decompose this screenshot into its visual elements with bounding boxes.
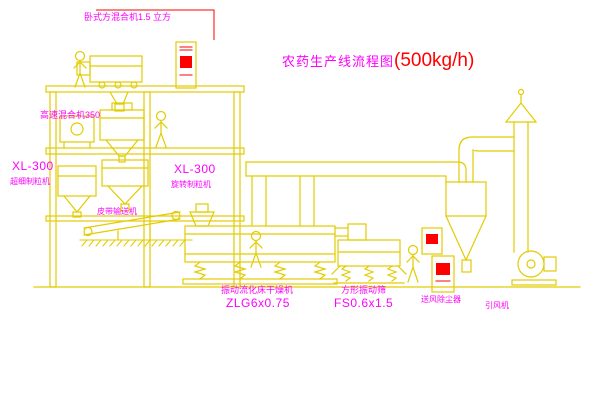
fluid-bed-dryer [182, 203, 349, 285]
worker-figure-3 [249, 230, 263, 268]
label-left-granulator: 超细制粒机 [10, 177, 50, 186]
belt-conveyor [83, 210, 181, 241]
building-frame [45, 85, 245, 288]
label-sieve: 方形振动筛 [341, 285, 387, 295]
left-granulator [57, 165, 97, 218]
worker-figure-2 [154, 110, 168, 148]
diagram-title: 农药生产线流程图(500kg/h) [282, 50, 474, 72]
label-dryer: 振动流化床干燥机 [221, 285, 294, 295]
cyclone-separator [445, 136, 515, 273]
control-panel-right [421, 227, 443, 255]
label-center-granulator: 旋转制粒机 [171, 180, 211, 189]
dust-collector-cabinet [431, 255, 455, 293]
label-horizontal-mixer: 卧式方混合机1.5 立方 [84, 12, 172, 22]
worker-figure-1 [73, 50, 87, 88]
worker-figure-4 [406, 244, 420, 283]
label-sieve-model: FS0.6x1.5 [334, 296, 394, 310]
auxiliary-mixer [59, 115, 95, 149]
center-granulator [101, 159, 149, 212]
leader-line [96, 9, 215, 40]
foundation-hatch [79, 239, 193, 247]
exhaust-duct [245, 161, 467, 227]
high-speed-mixer [99, 102, 145, 163]
control-panel-top [175, 41, 197, 89]
horizontal-mixer [76, 55, 143, 112]
label-xl300-left: XL-300 [12, 159, 54, 173]
title-text: 农药生产线流程图 [282, 54, 395, 69]
label-dryer-model: ZLG6x0.75 [226, 296, 290, 310]
label-dust-collector: 送风除尘器 [421, 295, 461, 304]
label-induced-fan: 引风机 [485, 301, 509, 310]
vibrating-sieve [331, 223, 407, 284]
label-belt-conveyor: 皮带输送机 [97, 207, 137, 216]
label-high-speed-mixer: 高速混合机350 [40, 110, 101, 120]
induced-draft-fan [511, 250, 557, 286]
title-capacity: (500kg/h) [394, 50, 475, 71]
label-xl300-center: XL-300 [174, 162, 216, 176]
stack-vent [505, 88, 537, 253]
